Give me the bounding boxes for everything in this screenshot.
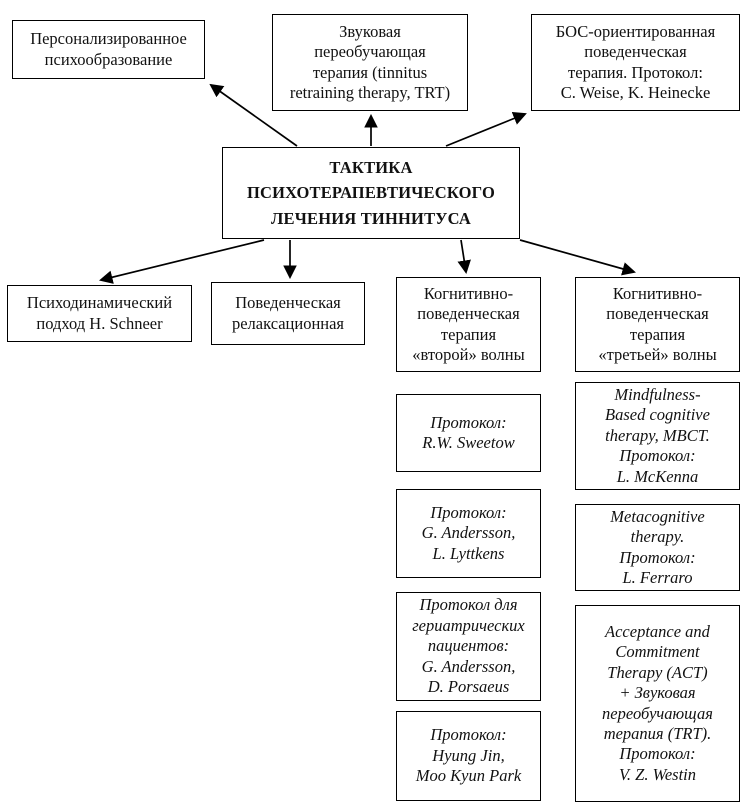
protocol-act-trt-westin: Acceptance and Commitment Therapy (ACT) …	[575, 605, 740, 802]
node-label: ТАКТИКА ПСИХОТЕРАПЕВТИЧЕСКОГО ЛЕЧЕНИЯ ТИ…	[247, 157, 495, 228]
node-personalized-psychoeducation: Персонализированное психообразование	[12, 20, 205, 79]
node-cbt-third-wave: Когнитивно- поведенческая терапия «треть…	[575, 277, 740, 372]
node-label: Поведенческая релаксационная	[231, 293, 345, 333]
node-label: Протокол: Hyung Jin, Moo Kyun Park	[415, 725, 522, 786]
node-biofeedback-behavioral-therapy: БОС-ориентированная поведенческая терапи…	[531, 14, 740, 111]
protocol-geriatric-patients: Протокол для гериатрических пациентов: G…	[396, 592, 541, 701]
protocol-mbct-mckenna: Mindfulness- Based cognitive therapy, MB…	[575, 382, 740, 490]
node-psychodynamic-approach: Психодинамический подход H. Schneer	[7, 285, 192, 342]
node-label: Когнитивно- поведенческая терапия «треть…	[598, 283, 717, 364]
node-label: Протокол для гериатрических пациентов: G…	[412, 595, 525, 697]
node-sound-retraining-therapy: Звуковая переобучающая терапия (tinnitus…	[272, 14, 468, 111]
node-label: Протокол: R.W. Sweetow	[422, 412, 515, 452]
protocol-sweetow: Протокол: R.W. Sweetow	[396, 394, 541, 472]
protocol-andersson-lyttkens: Протокол: G. Andersson, L. Lyttkens	[396, 489, 541, 578]
node-label: Протокол: G. Andersson, L. Lyttkens	[421, 502, 516, 563]
node-label: Когнитивно- поведенческая терапия «второ…	[412, 283, 525, 364]
node-treatment-tactics: ТАКТИКА ПСИХОТЕРАПЕВТИЧЕСКОГО ЛЕЧЕНИЯ ТИ…	[222, 147, 520, 239]
node-label: Acceptance and Commitment Therapy (ACT) …	[602, 621, 713, 784]
node-label: Звуковая переобучающая терапия (tinnitus…	[289, 21, 451, 102]
node-label: Психодинамический подход H. Schneer	[26, 293, 173, 333]
protocol-hyung-jin-moo-kyun-park: Протокол: Hyung Jin, Moo Kyun Park	[396, 711, 541, 801]
node-label: Metacognitive therapy. Протокол: L. Ferr…	[610, 506, 705, 587]
node-behavioral-relaxation: Поведенческая релаксационная	[211, 282, 365, 345]
node-label: Персонализированное психообразование	[30, 29, 187, 69]
node-label: Mindfulness- Based cognitive therapy, MB…	[605, 384, 710, 486]
node-cbt-second-wave: Когнитивно- поведенческая терапия «второ…	[396, 277, 541, 372]
node-label: БОС-ориентированная поведенческая терапи…	[555, 21, 716, 102]
protocol-metacognitive-ferraro: Metacognitive therapy. Протокол: L. Ferr…	[575, 504, 740, 591]
